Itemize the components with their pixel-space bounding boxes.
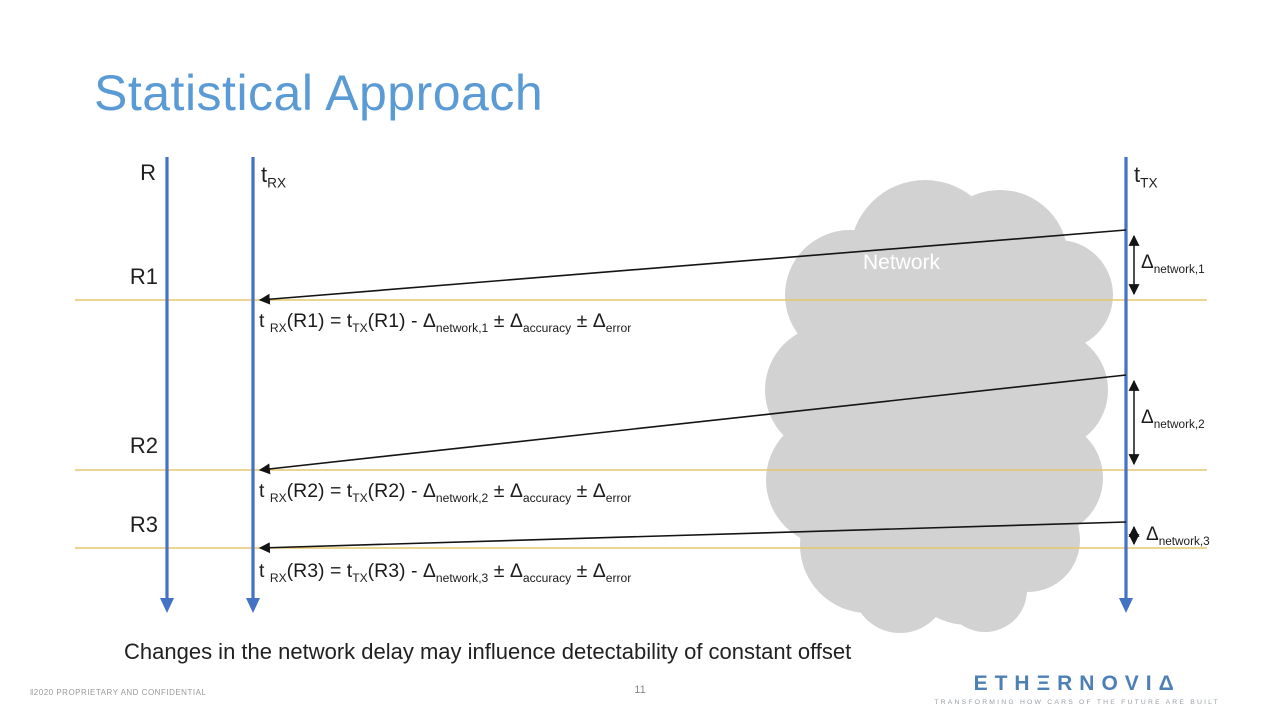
key-message: Changes in the network delay may influen… <box>124 639 852 664</box>
transmission-arrows <box>258 229 1127 554</box>
tx-arrow-2 <box>258 374 1127 475</box>
formula-r2: t RX(R2) = tTX(R2) - Δnetwork,2 ± Δaccur… <box>259 480 632 505</box>
axis-trx-label: tRX <box>261 162 287 191</box>
company-logo: ETHΞRNOVIΔ TRANSFORMING HOW CARS OF THE … <box>934 672 1220 706</box>
axis-ttx-label: tTX <box>1134 162 1158 191</box>
delta-network-2-label: Δnetwork,2 <box>1141 407 1205 431</box>
row-label-r3: R3 <box>129 512 158 537</box>
page-number: 11 <box>634 684 646 696</box>
formula-r3: t RX(R3) = tTX(R3) - Δnetwork,3 ± Δaccur… <box>259 560 632 585</box>
network-cloud-label: Network <box>863 251 941 274</box>
row-label-r1: R1 <box>129 264 158 289</box>
tx-arrow-1 <box>258 229 1127 305</box>
delta-network-1-label: Δnetwork,1 <box>1141 252 1205 276</box>
row-label-r2: R2 <box>129 433 158 458</box>
delta-network-3-label: Δnetwork,3 <box>1146 524 1210 548</box>
page-title: Statistical Approach <box>94 65 544 121</box>
network-cloud <box>765 180 1113 633</box>
axis-r-label: R <box>140 160 156 185</box>
tx-arrow-3 <box>258 521 1127 554</box>
confidential-notice: ‖2020 PROPRIETARY AND CONFIDENTIAL <box>30 688 207 697</box>
time-axes <box>160 157 1133 613</box>
formula-r1: t RX(R1) = tTX(R1) - Δnetwork,1 ± Δaccur… <box>259 310 632 335</box>
logo-tagline: TRANSFORMING HOW CARS OF THE FUTURE ARE … <box>934 699 1220 706</box>
logo-wordmark: ETHΞRNOVIΔ <box>973 672 1181 695</box>
